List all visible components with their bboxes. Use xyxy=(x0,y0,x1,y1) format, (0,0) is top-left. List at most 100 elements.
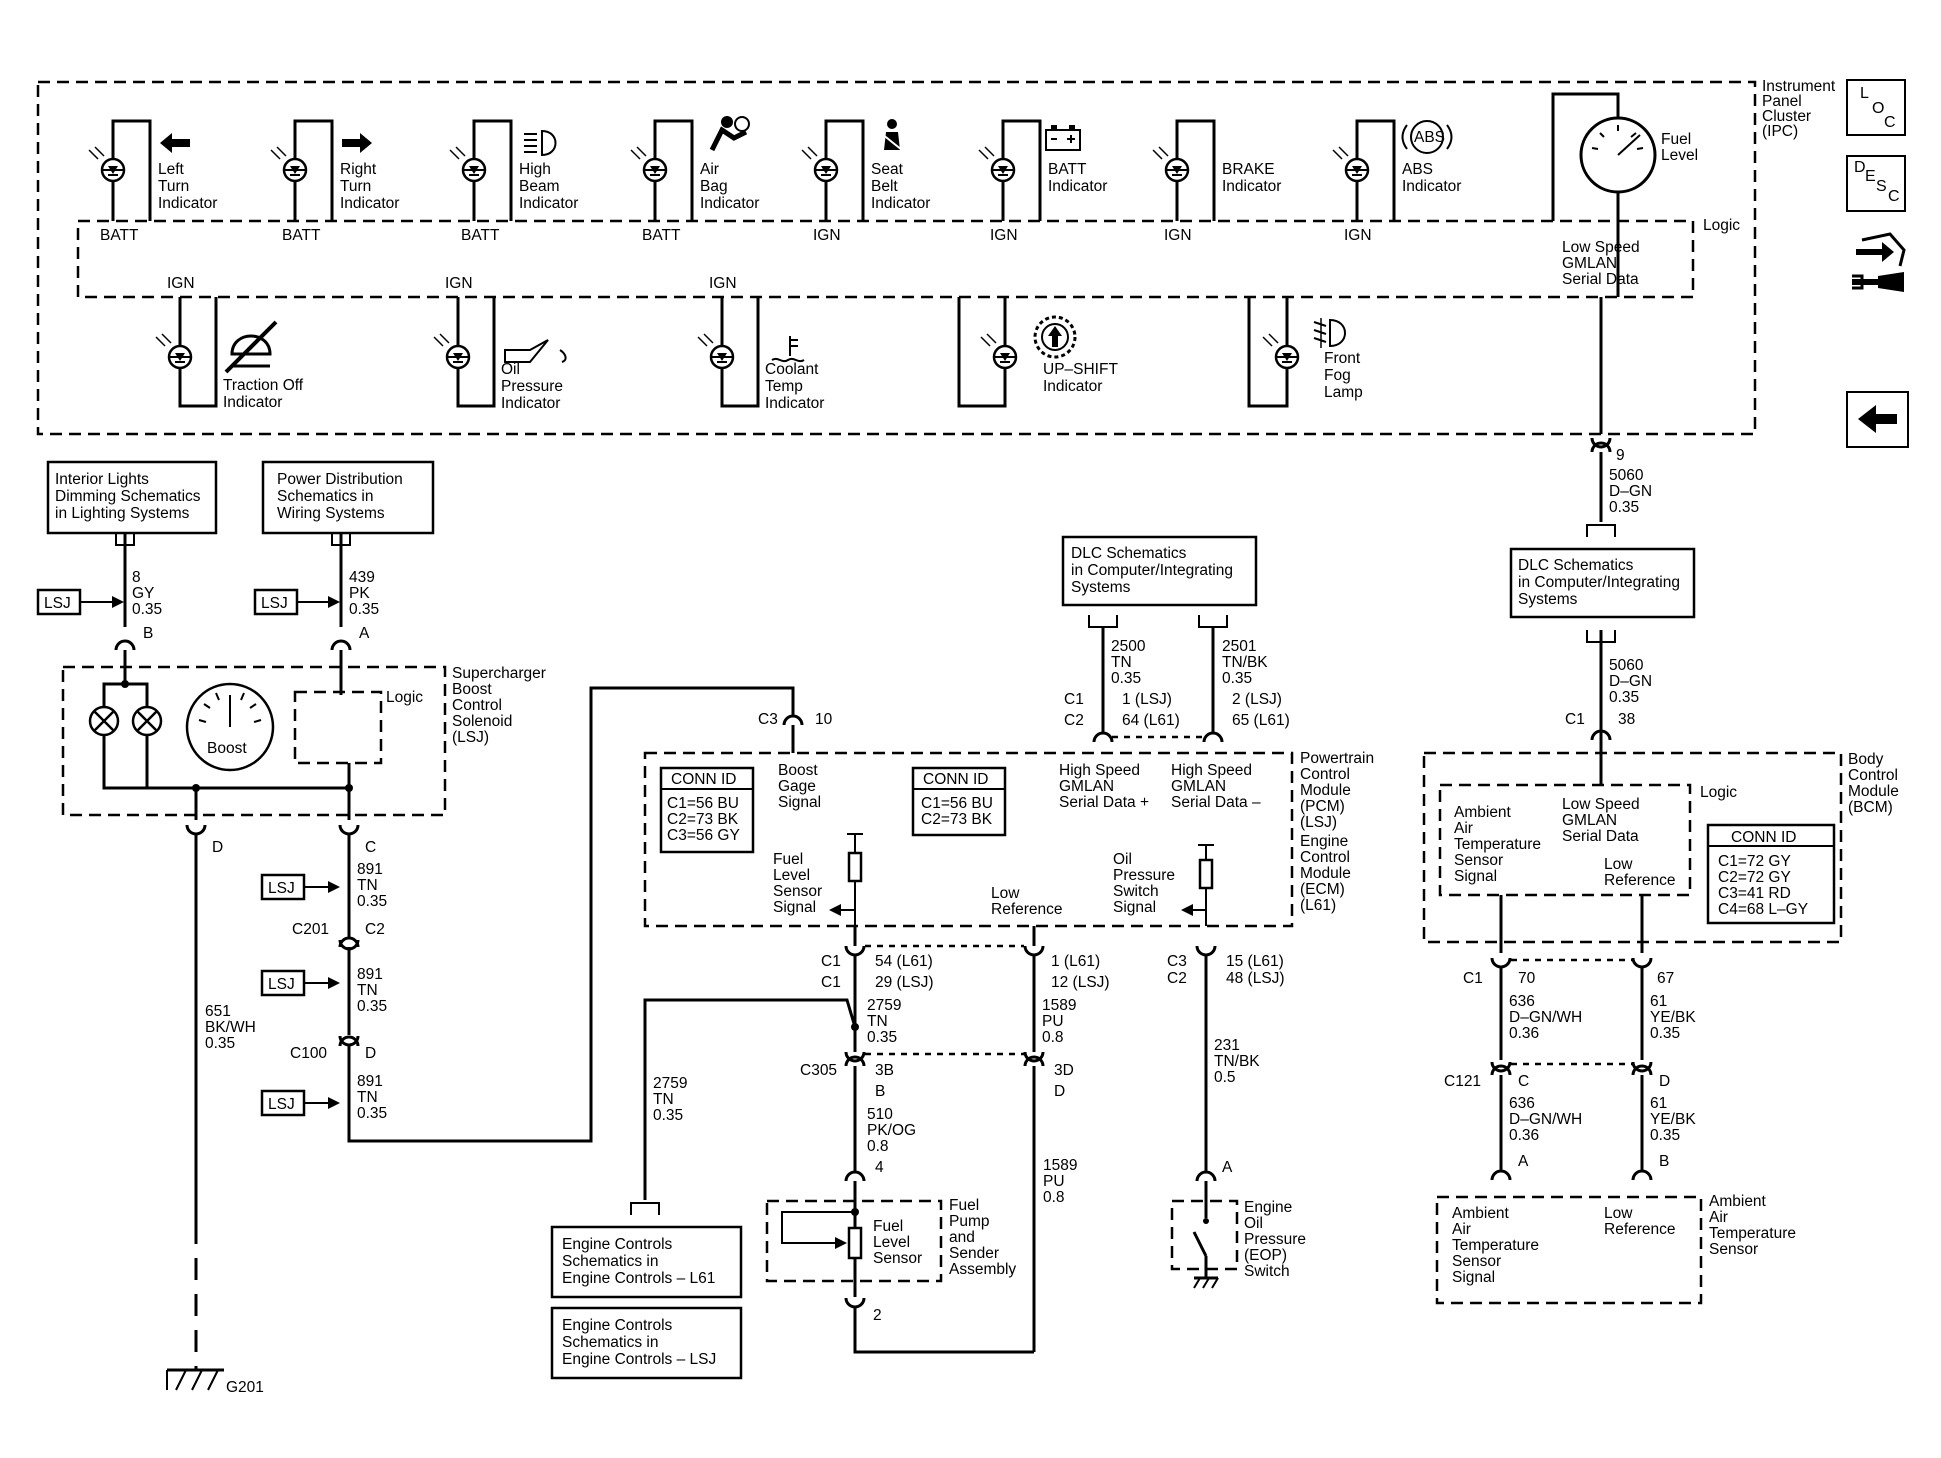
indicator-top-label: BATT xyxy=(1048,161,1087,178)
svg-text:2759: 2759 xyxy=(867,997,901,1014)
wire-5060-a: 5060 D–GN 0.35 xyxy=(1609,467,1652,516)
svg-text:C1=72 GY: C1=72 GY xyxy=(1718,853,1791,870)
svg-text:Panel: Panel xyxy=(1762,93,1802,110)
indicator-bottom-label: Coolant xyxy=(765,361,819,378)
svg-text:510: 510 xyxy=(867,1106,893,1123)
svg-text:Signal: Signal xyxy=(773,899,816,916)
indicator-bottom-power: IGN xyxy=(167,275,195,292)
indicator-top-power: BATT xyxy=(642,227,681,244)
indicator-top-label: Left xyxy=(158,161,185,178)
ref-engine-lsj[interactable]: Engine Controls Schematics in Engine Con… xyxy=(550,1306,743,1380)
pin-b: B xyxy=(143,625,153,642)
loc-letter-l: L xyxy=(1860,85,1869,102)
wire-5060-b: 5060 D–GN 0.35 xyxy=(1609,657,1652,706)
svg-text:Sensor: Sensor xyxy=(1452,1253,1501,1270)
bcm-low-ref-label: Low Reference xyxy=(1604,856,1676,889)
svg-text:TN: TN xyxy=(653,1091,674,1108)
svg-text:0.35: 0.35 xyxy=(357,998,387,1015)
supercharger-logic-label: Logic xyxy=(386,689,423,706)
svg-text:D–GN/WH: D–GN/WH xyxy=(1509,1009,1582,1026)
bcm-c1-label: C1 xyxy=(1565,711,1585,728)
desc-letter-d: D xyxy=(1854,159,1866,176)
oil-c2: C2 xyxy=(1167,970,1187,987)
pins-2759-l61: 54 (L61) xyxy=(875,953,933,970)
ground-g201: G201 xyxy=(166,1368,264,1396)
svg-text:439: 439 xyxy=(349,569,375,586)
fuel-pump-assembly-label: Fuel Pump and Sender Assembly xyxy=(949,1197,1016,1278)
svg-text:GMLAN: GMLAN xyxy=(1059,778,1114,795)
svg-text:Fuel: Fuel xyxy=(773,851,803,868)
svg-text:High Speed: High Speed xyxy=(1059,762,1140,779)
lsj-tag-text: LSJ xyxy=(268,976,295,993)
svg-text:CONN ID: CONN ID xyxy=(671,771,736,788)
svg-text:Systems: Systems xyxy=(1071,579,1131,596)
svg-text:Signal: Signal xyxy=(778,794,821,811)
bcm-ambient-signal-label: Ambient Air Temperature Sensor Signal xyxy=(1454,804,1541,885)
svg-text:Powertrain: Powertrain xyxy=(1300,750,1374,767)
svg-text:CONN ID: CONN ID xyxy=(923,771,988,788)
fuel-pin-2: 2 xyxy=(873,1307,882,1324)
wire-231: 231 TN/BK 0.5 xyxy=(1214,1037,1260,1086)
svg-text:and: and xyxy=(949,1229,975,1246)
svg-text:Serial Data: Serial Data xyxy=(1562,828,1639,845)
desc-letter-c: C xyxy=(1888,188,1900,205)
svg-text:Ambient: Ambient xyxy=(1709,1193,1767,1210)
svg-text:Control: Control xyxy=(452,697,502,714)
indicator-top-label: BRAKE xyxy=(1222,161,1275,178)
ref-engine-l61[interactable]: Engine Controls Schematics in Engine Con… xyxy=(550,1225,743,1299)
pins-1589-lsj: 12 (LSJ) xyxy=(1051,974,1110,991)
svg-text:Level: Level xyxy=(873,1234,910,1251)
bcm-conn-id: CONN ID C1=72 GY C2=72 GY C3=41 RD C4=68… xyxy=(1706,823,1836,925)
indicator-top-label: Indicator xyxy=(1222,178,1281,195)
svg-text:Low Speed: Low Speed xyxy=(1562,239,1640,256)
c121-pin-d: D xyxy=(1659,1073,1670,1090)
svg-text:GMLAN: GMLAN xyxy=(1171,778,1226,795)
battery-icon xyxy=(1045,125,1081,151)
pin-d-supercharger: D xyxy=(212,839,223,856)
svg-text:Temperature: Temperature xyxy=(1452,1237,1539,1254)
pin-c-supercharger: C xyxy=(365,839,376,856)
fuel-level-gauge: Fuel Level xyxy=(1551,92,1698,297)
svg-text:in Computer/Integrating: in Computer/Integrating xyxy=(1518,574,1680,591)
svg-text:C1=56 BU: C1=56 BU xyxy=(667,795,739,812)
svg-text:0.35: 0.35 xyxy=(1650,1025,1680,1042)
indicator-pictograms-bottom xyxy=(224,315,1346,374)
svg-text:Dimming Schematics: Dimming Schematics xyxy=(55,488,201,505)
svg-text:0.35: 0.35 xyxy=(867,1029,897,1046)
svg-text:5060: 5060 xyxy=(1609,467,1644,484)
connector-views-icon[interactable] xyxy=(1848,230,1908,300)
bcm-pin-70: 70 xyxy=(1518,970,1536,987)
ref-interior-lights[interactable]: Interior Lights Dimming Schematics in Li… xyxy=(46,460,218,535)
indicator-top-label: Indicator xyxy=(700,195,759,212)
svg-text:Sensor: Sensor xyxy=(873,1250,922,1267)
ipc-logic-label: Logic xyxy=(1703,217,1740,234)
ref-power-distribution[interactable]: Power Distribution Schematics in Wiring … xyxy=(261,460,435,535)
indicator-bottom-label: UP–SHIFT xyxy=(1043,361,1118,378)
svg-text:0.35: 0.35 xyxy=(1222,670,1252,687)
indicator-top-label: High xyxy=(519,161,551,178)
pins-2500-lsj: 1 (LSJ) xyxy=(1122,691,1172,708)
back-button[interactable] xyxy=(1846,391,1909,448)
ref-dlc-right[interactable]: DLC Schematics in Computer/Integrating S… xyxy=(1509,547,1696,619)
eop-switch-label: Engine Oil Pressure (EOP) Switch xyxy=(1244,1199,1306,1280)
ref-dlc-center[interactable]: DLC Schematics in Computer/Integrating S… xyxy=(1061,535,1258,607)
desc-button[interactable]: D E S C xyxy=(1846,155,1906,212)
svg-text:Pressure: Pressure xyxy=(1244,1231,1306,1248)
svg-text:Sensor: Sensor xyxy=(1454,852,1503,869)
svg-text:TN: TN xyxy=(867,1013,888,1030)
svg-text:C3=56 GY: C3=56 GY xyxy=(667,827,740,844)
ipc-pin-9: 9 xyxy=(1616,447,1625,464)
indicator-top-label: Seat xyxy=(871,161,904,178)
fuel-c1-a: C1 xyxy=(821,953,841,970)
indicator-bottom-power: IGN xyxy=(709,275,737,292)
svg-text:Engine Controls: Engine Controls xyxy=(562,1317,673,1334)
loc-letter-c: C xyxy=(1884,114,1896,131)
svg-text:Gage: Gage xyxy=(778,778,816,795)
indicator-bottom-label: Fog xyxy=(1324,367,1351,384)
loc-button[interactable]: L O C xyxy=(1846,79,1906,136)
indicator-top-label: Indicator xyxy=(1048,178,1107,195)
lsj-tag-text: LSJ xyxy=(268,1096,295,1113)
lsj-tag-1: LSJ xyxy=(36,588,124,616)
